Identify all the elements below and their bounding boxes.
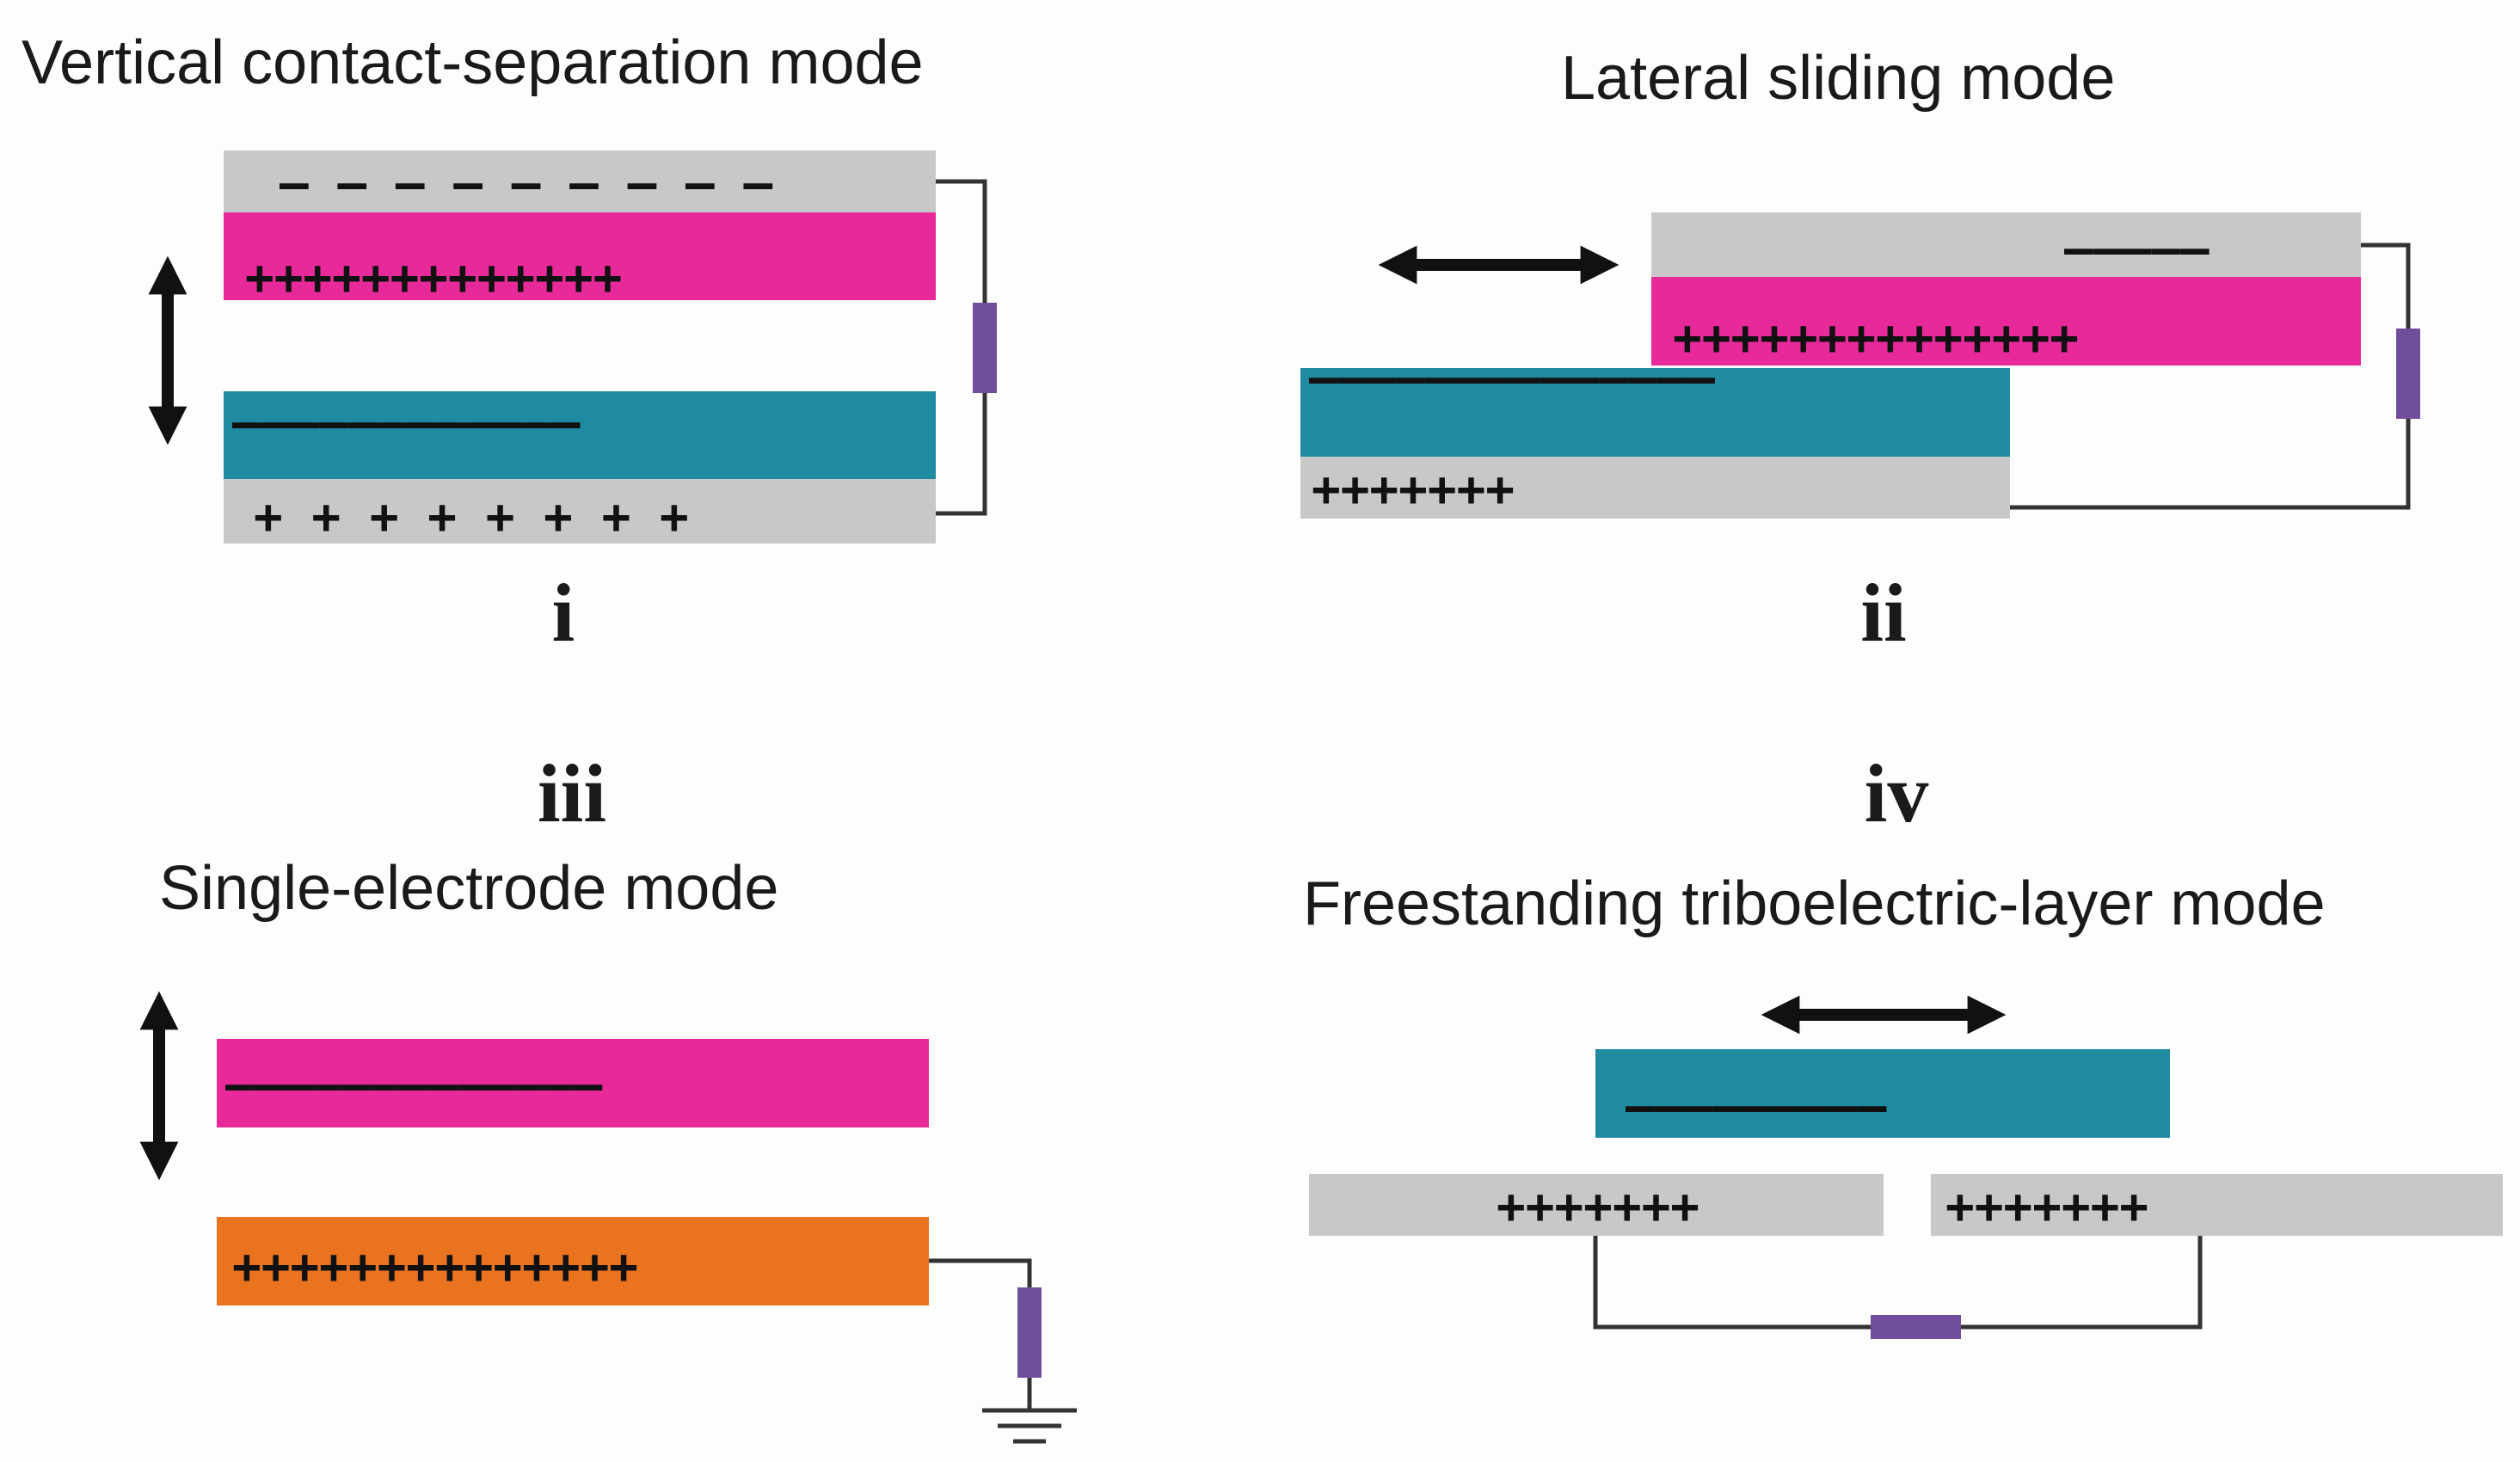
- panel-iv-freestanding-dielectric: [1595, 1049, 2170, 1138]
- panel-iv-title: Freestanding triboelectric-layer mode: [1303, 869, 2326, 938]
- ground-icon: [982, 1408, 1077, 1444]
- panel-freestanding-layer: iv Freestanding triboelectric-layer mode…: [1303, 747, 2503, 1339]
- panel-ii-top-electrode: [1651, 212, 2361, 277]
- panel-iv-circuit-wire: [1593, 1236, 2203, 1330]
- panel-iii-dielectric-charges: –––––––––––––: [225, 1057, 603, 1113]
- panel-ii-bottom-dielectric: [1300, 368, 2010, 457]
- panel-iii-label: iii: [538, 747, 606, 839]
- panel-ii-label: ii: [1860, 567, 1906, 659]
- panel-i-bottom-electrode-charges: + + + + + + + +: [254, 489, 689, 545]
- panel-i-top-dielectric: [224, 212, 936, 300]
- panel-ii-bottom-electrode: [1300, 457, 2010, 519]
- panel-ii-bottom-electrode-charges: +++++++: [1312, 462, 1515, 518]
- panel-iv-label: iv: [1865, 747, 1929, 839]
- panel-iii-dielectric: [217, 1039, 929, 1127]
- panel-iii-title: Single-electrode mode: [159, 854, 778, 923]
- panel-i-title: Vertical contact-separation mode: [22, 28, 924, 97]
- panel-i-bottom-electrode: [224, 479, 936, 544]
- panel-single-electrode: iii Single-electrode mode ––––––––––––– …: [139, 747, 1077, 1444]
- panel-i-bottom-dielectric: [224, 391, 936, 479]
- panel-i-top-electrode-charges: – – – – – – – – –: [280, 156, 772, 212]
- panel-vertical-contact-separation: Vertical contact-separation mode – – – –…: [22, 28, 997, 659]
- panel-ii-load-resistor-icon: [2396, 329, 2420, 419]
- panel-iv-left-electrode: [1309, 1174, 1884, 1236]
- panel-i-bottom-dielectric-charges: ––––––––––––: [232, 395, 581, 451]
- panel-ii-top-dielectric-charges: ++++++++++++++: [1673, 310, 2079, 366]
- panel-ii-top-dielectric: [1651, 277, 2361, 366]
- panel-lateral-sliding: Lateral sliding mode ––––– +++++++++++++…: [1300, 44, 2420, 659]
- panel-iii-circuit-wire: [929, 1258, 1032, 1410]
- panel-iv-dielectric-charges: –––––––––: [1626, 1078, 1887, 1134]
- panel-i-top-electrode: [224, 150, 936, 212]
- panel-iii-electrode: [217, 1217, 929, 1305]
- panel-iv-load-resistor-icon: [1871, 1315, 1961, 1339]
- panel-ii-bottom-dielectric-charges: ––––––––––––––: [1309, 350, 1715, 406]
- panel-iii-load-resistor-icon: [1017, 1287, 1042, 1378]
- panel-iii-electrode-charges: ++++++++++++++: [232, 1239, 638, 1295]
- panel-iv-right-electrode-charges: +++++++: [1945, 1179, 2148, 1235]
- panel-i-top-dielectric-charges: +++++++++++++: [245, 250, 622, 306]
- panel-ii-title: Lateral sliding mode: [1561, 44, 2115, 113]
- panel-i-label: i: [552, 567, 575, 659]
- panel-iv-right-electrode: [1931, 1174, 2503, 1236]
- panel-ii-top-electrode-charges: –––––: [2064, 221, 2210, 277]
- panel-iv-left-electrode-charges: +++++++: [1497, 1179, 1699, 1235]
- panel-i-load-resistor-icon: [973, 303, 997, 393]
